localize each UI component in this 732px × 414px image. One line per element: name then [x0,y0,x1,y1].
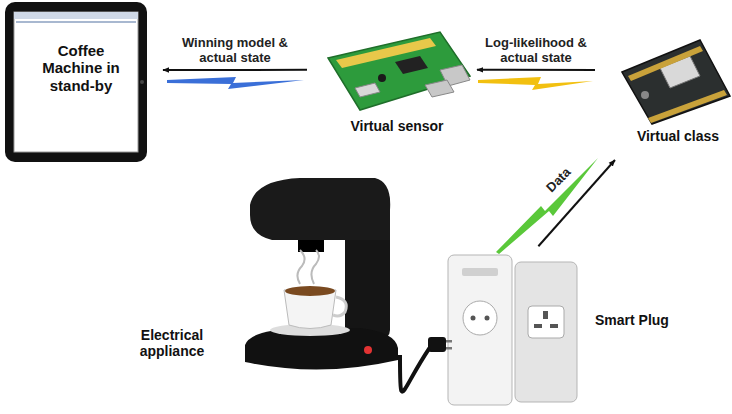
steam [297,250,304,284]
virtual-class-node: Virtual class [600,35,730,160]
pcb-board [328,32,470,110]
node-label: Virtual sensor [322,118,472,134]
wireless-bolt [496,158,598,254]
connector [355,83,380,97]
tablet-body [5,2,147,162]
edge-label: Winning model & actual state [170,36,300,66]
appliance-node: Electrical appliance [230,175,400,385]
socket-hole [485,316,490,321]
ethernet-port [425,80,454,97]
chip [395,56,428,74]
power-led [364,346,372,354]
smart-plug-unit [515,262,577,402]
wireless-bolt [167,77,304,89]
pin-row [648,90,727,123]
tablet-screen-node: Coffee Machine in stand-by [5,2,147,162]
socket [528,306,564,338]
component [641,91,649,99]
machine-spout [298,240,324,252]
coffee [285,286,335,296]
socket-hole [471,316,476,321]
pcb-board [622,40,730,124]
socket [463,301,497,335]
component [378,74,386,82]
flow-arrow [477,69,595,71]
node-label: Virtual class [628,128,728,144]
socket-hole [534,324,542,328]
machine-head [250,178,390,240]
edge-label: Data [539,161,578,200]
node-label: Smart Plug [595,312,690,328]
smart-plug-unit [448,255,512,405]
tablet-screen [14,12,138,152]
socket-hole [543,311,548,319]
node-label: Electrical appliance [128,327,216,359]
plug-logo [462,268,498,276]
cup-handle [333,297,346,316]
virtual-sensor-node: Virtual sensor [322,28,472,138]
smart-plug-node: Smart Plug [445,250,580,410]
steam [311,250,319,284]
pin-row [628,46,703,81]
edge-label: Log-likelihood & actual state [471,36,601,66]
power-cable [400,348,429,392]
plug-prong [446,347,452,350]
wireless-bolt [478,77,593,90]
flow-arrow [163,69,307,71]
socket-hole [550,324,558,328]
screen-toolbar [14,12,138,19]
flow-arrow [538,160,615,246]
screen-rule [16,21,136,23]
tablet-button [140,80,144,84]
node-label: Coffee Machine in stand-by [29,42,133,94]
plug-prong [446,340,452,343]
